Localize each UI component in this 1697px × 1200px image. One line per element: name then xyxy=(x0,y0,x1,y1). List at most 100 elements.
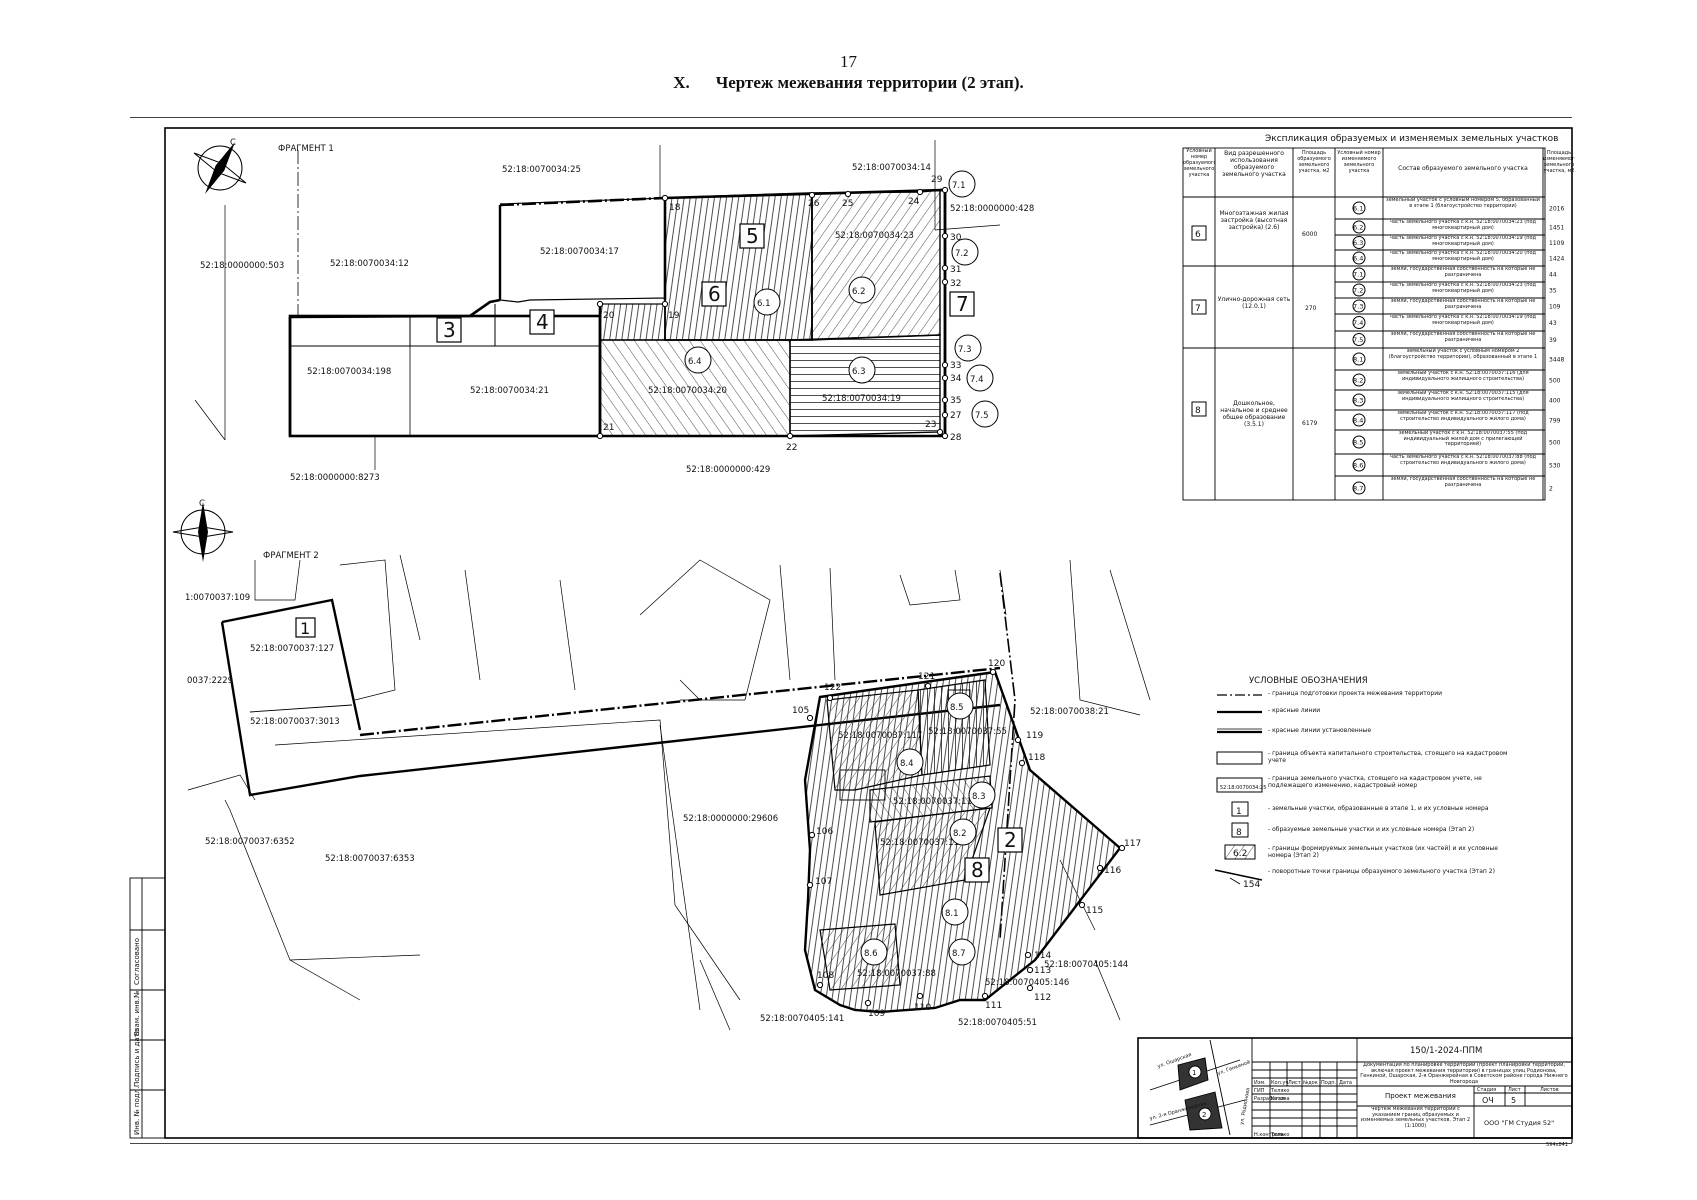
subplot-marker xyxy=(1352,435,1366,449)
location-mini-map xyxy=(1149,1039,1246,1136)
plot-8-3 xyxy=(869,775,993,823)
subplot-description: земельный участок с к.н. 52:18:0070037:1… xyxy=(1397,371,1529,382)
subplot-marker xyxy=(1352,299,1366,313)
svg-text:52:18:0000000:503: 52:18:0000000:503 xyxy=(200,261,284,271)
tb-col-data: Дата xyxy=(1339,1080,1352,1086)
tb-sheet-label: Лист xyxy=(1508,1087,1521,1093)
svg-text:52:18:0070405:51: 52:18:0070405:51 xyxy=(958,1018,1037,1028)
subplot-area: 2016 xyxy=(1549,206,1564,213)
svg-text:25: 25 xyxy=(842,199,853,209)
fragment1-title: ФРАГМЕНТ 1 xyxy=(278,144,334,154)
subplot-marker xyxy=(1352,333,1366,346)
subplot-area: 44 xyxy=(1549,272,1557,279)
explication-headers: Условный номер образуемого земельного уч… xyxy=(1183,148,1575,178)
svg-text:115: 115 xyxy=(1086,906,1103,916)
svg-text:6179: 6179 xyxy=(1302,420,1317,427)
fragment2-cadastral-labels: 1:0070037:109 52:18:0070037:127 0037:222… xyxy=(185,593,1128,1028)
plot-6-1 xyxy=(664,192,813,341)
subplot-description: часть земельного участка с к.н. 52:18:00… xyxy=(1390,283,1536,294)
page-title: X.Чертеж межевания территории (2 этап). xyxy=(0,73,1697,93)
svg-text:52:18:0070037:115: 52:18:0070037:115 xyxy=(893,797,977,807)
tb-code: 150/1-2024-ППМ xyxy=(1410,1046,1482,1056)
north-arrow-1: С xyxy=(193,138,247,194)
svg-text:52:18:0070034:14: 52:18:0070034:14 xyxy=(852,163,931,173)
svg-text:7.2: 7.2 xyxy=(955,249,969,259)
subplot-description: земли, государственная собственность на … xyxy=(1390,267,1536,278)
tb-col-ndok: №док xyxy=(1303,1080,1318,1086)
svg-text:8.3: 8.3 xyxy=(972,792,986,802)
bottom-rule xyxy=(130,1143,1572,1144)
subplot-description: земельный участок с к.н. 52:18:0070037:1… xyxy=(1397,411,1529,422)
tb-role-3: Н.контроль xyxy=(1254,1132,1284,1138)
fragment2-point-labels: 105 106 107 108 109 110 111 112 113 114 … xyxy=(792,659,1260,1019)
subplot-number: 8.4 xyxy=(1353,417,1363,425)
svg-text:7: 7 xyxy=(956,292,969,316)
page-number: 17 xyxy=(840,52,857,71)
svg-text:29: 29 xyxy=(931,175,943,185)
legend-sample-cad: 52:18:0070034:25 xyxy=(1220,785,1266,791)
subplot-number: 7.4 xyxy=(1353,319,1363,327)
subplot-number: 7.5 xyxy=(1353,336,1363,344)
subplot-area: 1424 xyxy=(1549,256,1564,263)
subplot-marker xyxy=(1352,201,1366,215)
svg-text:8.7: 8.7 xyxy=(952,949,966,959)
fragment1-outer-boundary xyxy=(598,188,947,438)
svg-text:52:18:0070034:25: 52:18:0070034:25 xyxy=(502,165,581,175)
subplot-area: 2 xyxy=(1549,486,1553,493)
subplot-number: 6.4 xyxy=(1353,255,1363,263)
subplot-area: 400 xyxy=(1549,398,1561,405)
svg-text:52:18:0070037:55: 52:18:0070037:55 xyxy=(928,727,1007,737)
explication-group-7: 7 Улично-дорожная сеть (12.0.1) 270 xyxy=(1191,296,1317,315)
fragment2-title: ФРАГМЕНТ 2 xyxy=(263,551,319,561)
svg-text:22: 22 xyxy=(786,443,797,453)
tb-col-podp: Подп. xyxy=(1321,1080,1337,1086)
title-block-grid xyxy=(1137,1037,1573,1139)
svg-text:52:18:0000000:29606: 52:18:0000000:29606 xyxy=(683,814,778,824)
mini-map-num-2: 2 xyxy=(1202,1111,1206,1119)
fragment1-cadastral-labels: 52:18:0070034:25 52:18:0070034:14 52:18:… xyxy=(200,163,1034,483)
svg-text:52:18:0070037:6352: 52:18:0070037:6352 xyxy=(205,837,295,847)
subplot-area: 500 xyxy=(1549,378,1561,385)
svg-text:31: 31 xyxy=(950,265,961,275)
subplot-description: часть земельного участка с к.н. 52:18:00… xyxy=(1390,220,1536,231)
subplot-marker xyxy=(1352,316,1366,329)
explication-grid xyxy=(1182,147,1546,501)
svg-text:8.6: 8.6 xyxy=(864,949,878,959)
tb-stage-title: Проект межевания xyxy=(1385,1092,1456,1100)
tb-sheet: 5 xyxy=(1511,1096,1516,1105)
svg-text:6.1: 6.1 xyxy=(757,299,771,309)
svg-text:118: 118 xyxy=(1028,753,1045,763)
svg-text:117: 117 xyxy=(1124,839,1141,849)
svg-text:52:18:0000000:8273: 52:18:0000000:8273 xyxy=(290,473,380,483)
svg-text:52:18:0070037:116: 52:18:0070037:116 xyxy=(880,838,964,848)
svg-text:8: 8 xyxy=(1195,406,1201,416)
svg-text:21: 21 xyxy=(603,423,614,433)
subplot-marker xyxy=(1352,393,1366,407)
svg-text:52:18:0070037:127: 52:18:0070037:127 xyxy=(250,644,334,654)
fragment1-points xyxy=(596,186,949,440)
svg-text:7.1: 7.1 xyxy=(952,181,966,191)
subplot-description: земли, государственная собственность на … xyxy=(1390,299,1536,310)
legend-sample-plot2: 8 xyxy=(1236,828,1242,838)
svg-text:18: 18 xyxy=(669,203,681,213)
subplot-marker xyxy=(1352,283,1366,297)
tb-role-2: Разработал xyxy=(1254,1096,1284,1102)
mini-map-street-2: ул. Генкиной xyxy=(1216,1058,1251,1076)
explication-group-8: 8 Дошкольное, начальное и среднее общее … xyxy=(1191,400,1317,428)
subplot-area: 530 xyxy=(1549,463,1561,470)
svg-text:33: 33 xyxy=(950,361,961,371)
svg-text:8.5: 8.5 xyxy=(950,703,964,713)
svg-text:106: 106 xyxy=(816,827,833,837)
svg-text:270: 270 xyxy=(1305,305,1317,312)
north-arrow-2: С xyxy=(172,499,234,562)
svg-text:52:18:0070405:144: 52:18:0070405:144 xyxy=(1044,960,1128,970)
svg-text:52:18:0070405:146: 52:18:0070405:146 xyxy=(985,978,1069,988)
svg-text:52:18:0070405:141: 52:18:0070405:141 xyxy=(760,1014,844,1024)
subplot-marker xyxy=(1352,267,1366,281)
subplot-marker xyxy=(1352,373,1366,387)
subplot-description: земли, государственная собственность на … xyxy=(1390,332,1536,343)
svg-text:111: 111 xyxy=(985,1001,1002,1011)
svg-text:5: 5 xyxy=(746,224,759,248)
subplot-description: часть земельного участка с к.н. 52:18:00… xyxy=(1390,236,1536,247)
